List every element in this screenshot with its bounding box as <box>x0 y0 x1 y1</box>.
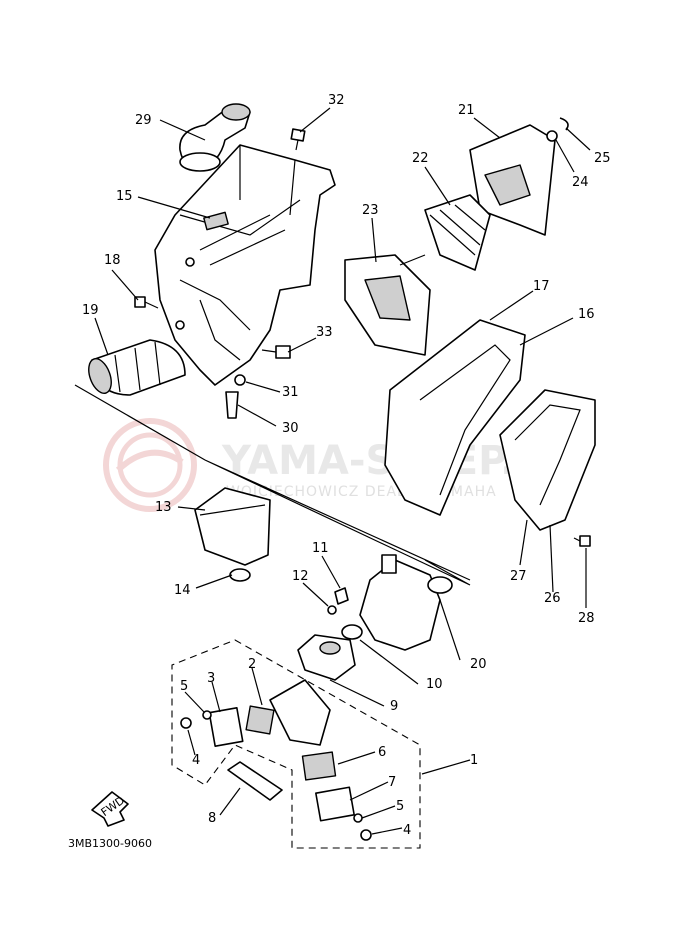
part-3-reed-plate <box>208 707 244 747</box>
part-5-washer-b <box>353 813 363 823</box>
callout-4-upper: 4 <box>192 753 200 768</box>
part-15-air-filter-case <box>154 144 336 386</box>
part-16-cover-panel <box>499 389 596 531</box>
callout-14: 14 <box>174 583 191 598</box>
callout-23: 23 <box>362 203 379 218</box>
part-19-intake-boot <box>88 339 186 396</box>
callout-4-lower: 4 <box>403 823 411 838</box>
part-24-washer <box>546 130 558 142</box>
callout-20: 20 <box>470 657 487 672</box>
part-31-clip <box>234 374 246 386</box>
reed-valve-block <box>269 679 331 746</box>
callout-29: 29 <box>135 113 152 128</box>
part-8-gasket <box>227 761 283 801</box>
callout-19: 19 <box>82 303 99 318</box>
drawing-code: 3MB1300-9060 <box>68 837 152 850</box>
part-22-filter-guide <box>424 194 491 271</box>
callout-2: 2 <box>248 657 256 672</box>
callout-27: 27 <box>510 569 527 584</box>
callout-22: 22 <box>412 151 429 166</box>
callout-11: 11 <box>312 541 329 556</box>
callout-31: 31 <box>282 385 299 400</box>
part-18-bolt <box>134 296 159 309</box>
callout-9: 9 <box>390 699 398 714</box>
part-28-screw <box>573 535 591 547</box>
callout-12: 12 <box>292 569 309 584</box>
callout-18: 18 <box>104 253 121 268</box>
callout-6: 6 <box>378 745 386 760</box>
part-13-intake-cover <box>194 487 271 566</box>
leader-lines <box>94 107 591 835</box>
callout-33: 33 <box>316 325 333 340</box>
callout-5-lower: 5 <box>396 799 404 814</box>
watermark-subtitle: WOJCIECHOWICZ DEALER YAMAHA <box>226 484 497 500</box>
part-11-screw <box>334 587 349 605</box>
part-29-intake-duct <box>179 103 251 172</box>
part-17-side-cover <box>384 319 526 516</box>
section-boundary-line <box>74 384 471 586</box>
callout-28: 28 <box>578 611 595 626</box>
part-33-bolt <box>261 345 291 359</box>
part-4-screw-b <box>360 829 372 841</box>
part-12-washer <box>327 605 337 615</box>
part-6-reed-petal <box>301 751 337 781</box>
part-9-carburetor-joint <box>297 634 356 681</box>
callout-10: 10 <box>426 677 443 692</box>
callout-13: 13 <box>155 500 172 515</box>
callout-32: 32 <box>328 93 345 108</box>
callout-1: 1 <box>470 753 478 768</box>
part-23-air-filter-element <box>344 254 431 356</box>
part-4-screw-a <box>180 717 192 729</box>
callout-8: 8 <box>208 811 216 826</box>
callout-26: 26 <box>544 591 561 606</box>
callout-25: 25 <box>594 151 611 166</box>
callout-labels: 1 2 3 4 4 5 5 6 7 8 9 10 11 12 13 14 15 … <box>82 93 611 838</box>
part-7-reed-stopper <box>315 786 355 822</box>
part-30-drain-tube <box>225 391 239 419</box>
callout-15: 15 <box>116 189 133 204</box>
carburetor-assembly <box>359 554 453 651</box>
callout-16: 16 <box>578 307 595 322</box>
callout-17: 17 <box>533 279 550 294</box>
part-2-reed-petals <box>245 705 275 735</box>
part-32-bolt <box>290 128 306 151</box>
callout-3: 3 <box>207 671 215 686</box>
callout-7: 7 <box>388 775 396 790</box>
part-5-washer-a <box>202 710 212 720</box>
part-21-filter-cap <box>469 124 556 236</box>
callout-30: 30 <box>282 421 299 436</box>
callout-24: 24 <box>572 175 589 190</box>
fwd-arrow-icon: FWD <box>91 791 129 827</box>
reed-valve-group-outline <box>171 639 421 849</box>
watermark-logo <box>103 418 197 512</box>
callout-5-upper: 5 <box>180 679 188 694</box>
callout-21: 21 <box>458 103 475 118</box>
part-10-clamp <box>341 624 363 640</box>
part-14-clamp <box>229 568 251 582</box>
